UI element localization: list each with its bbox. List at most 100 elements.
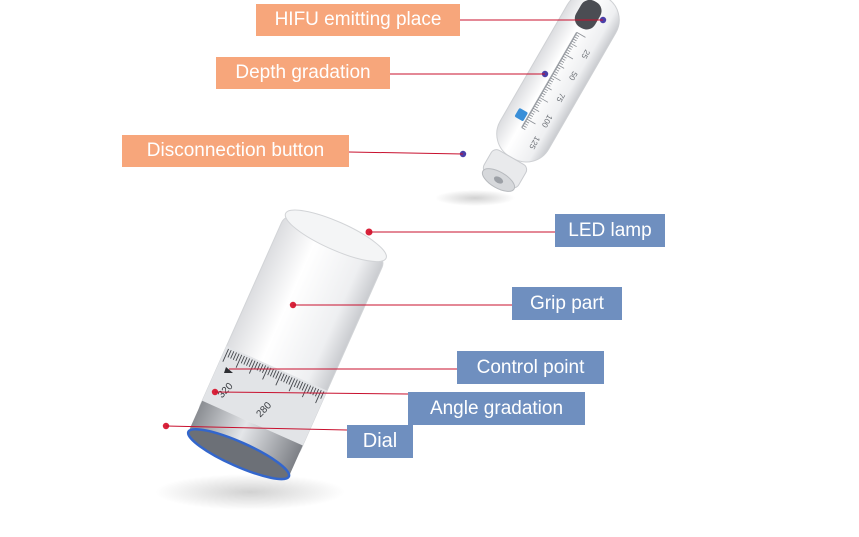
depth-tick [549,79,553,83]
depth-tick [535,103,540,107]
top-device-shadow [435,190,515,206]
angle-tick [235,353,240,362]
label-control-point: Control point [457,351,604,384]
depth-tick [562,55,567,59]
cartridge-body [496,0,620,163]
depth-tick [556,66,561,70]
bottom-device: 320 280 [155,209,387,510]
angle-tick [222,348,229,362]
depth-tick [554,71,558,74]
depth-tick [575,34,580,37]
depth-tick [551,75,561,82]
depth-tick [534,105,538,109]
depth-tick [536,101,541,105]
depth-tick [544,88,548,92]
depth-tick [522,125,527,128]
angle-tick [272,369,277,378]
angle-tick [301,384,309,398]
depth-tick [567,47,572,50]
angle-tick [240,355,245,364]
depth-tick [564,53,574,60]
depth-tick [557,64,565,69]
depth-tick [539,96,549,103]
leader-angle [214,391,409,395]
depth-tick [540,94,545,98]
depth-tick [530,112,535,115]
label-depth-gradation: Depth gradation [216,57,390,89]
depth-scale-line [521,32,578,129]
angle-tick [230,351,235,359]
depth-tick [521,127,526,130]
depth-tick [524,122,528,126]
leader-dial [165,425,348,431]
angle-tick [243,357,248,365]
depth-tick [574,36,578,40]
angle-tick [246,358,251,366]
depth-tick [529,114,533,117]
leader-disconnect [348,151,464,155]
angle-tick [288,378,296,392]
angle-tick [296,380,301,389]
angle-tick [283,374,288,383]
angle-tick [227,349,232,358]
label-angle-gradation: Angle gradation [408,392,585,425]
label-disconnection-button: Disconnection button [122,135,349,167]
angle-tick [288,377,293,385]
hifu-window [574,0,602,30]
angle-gradation-band [202,345,328,446]
dial-ring[interactable] [188,400,303,477]
depth-tick [569,45,573,48]
depth-tick [561,58,566,61]
top-device: 25 50 75 100 125 [435,0,620,206]
depth-tick [541,92,546,96]
depth-ticks [521,32,586,130]
angle-tick [254,361,259,370]
angle-tick [269,368,274,377]
depth-tick [570,42,577,48]
depth-tick [527,116,532,120]
depth-tick [559,62,563,66]
angle-tick [299,381,304,390]
dial-base[interactable] [184,421,294,488]
angle-tick [301,382,306,391]
handpiece-top-cap [284,209,387,263]
depth-tick [576,32,586,38]
depth-tick [531,109,536,113]
depth-tick [565,51,570,55]
depth-tick [552,73,557,76]
angle-tick [307,385,312,394]
depth-tick [571,40,576,44]
depth-tick [560,60,565,63]
angle-tick [232,352,237,360]
control-point-marker [224,367,233,373]
angle-tick [235,354,243,368]
label-led-lamp: LED lamp [555,214,665,247]
angle-tick [275,372,282,386]
depth-indicator-button[interactable] [514,108,528,122]
depth-tick [546,83,551,87]
depth-tick [572,38,577,42]
leader-lines [165,19,603,431]
depth-tick [555,68,560,72]
angle-tick [275,371,280,379]
label-hifu-emitting-place: HIFU emitting place [256,4,460,36]
depth-tick [526,118,536,125]
handpiece-shadow [155,474,345,510]
angle-tick [259,364,264,372]
angle-tick [293,379,298,388]
angle-tick [248,360,256,374]
depth-tick [532,107,540,113]
depth-tick [537,99,542,102]
depth-tick [525,120,530,124]
angle-tick [248,359,253,368]
angle-tick [315,390,322,404]
label-grip-part: Grip part [512,287,622,320]
angle-tick [280,373,285,382]
label-dial: Dial [347,425,413,458]
depth-tick [547,81,552,85]
depth-tick [550,77,555,81]
connector-pin [493,176,504,184]
depth-tick [566,49,571,53]
